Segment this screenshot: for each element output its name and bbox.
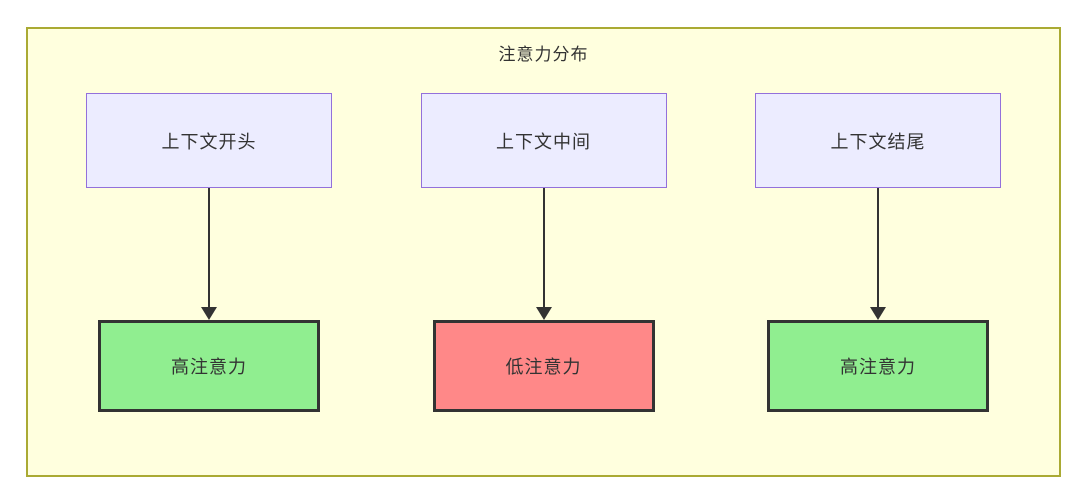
node-label: 上下文结尾 — [830, 131, 926, 152]
node-label: 高注意力 — [840, 357, 916, 377]
arrow-down-icon — [201, 188, 217, 320]
arrow-line — [877, 188, 879, 307]
node-label: 上下文中间 — [496, 131, 591, 152]
node-label: 低注意力 — [505, 357, 582, 377]
node-high-attention-left: 高注意力 — [98, 320, 320, 412]
node-label: 高注意力 — [171, 357, 247, 377]
column-context-end: 上下文结尾 高注意力 — [755, 93, 1001, 412]
arrow-down-icon — [870, 188, 886, 320]
column-context-start: 上下文开头 高注意力 — [86, 93, 332, 412]
arrow-down-icon — [535, 188, 552, 320]
attention-distribution-container: 注意力分布 上下文开头 高注意力 上下文中间 — [26, 27, 1061, 477]
arrow-head-icon — [535, 307, 552, 320]
node-context-start: 上下文开头 — [86, 93, 332, 188]
node-context-end: 上下文结尾 — [755, 93, 1001, 188]
arrow-line — [542, 188, 545, 307]
arrow-line — [208, 188, 210, 307]
node-high-attention-right: 高注意力 — [767, 320, 989, 412]
arrow-head-icon — [201, 307, 217, 320]
column-context-middle: 上下文中间 低注意力 — [420, 93, 667, 412]
node-low-attention: 低注意力 — [432, 320, 655, 412]
node-label: 上下文开头 — [161, 131, 257, 152]
node-context-middle: 上下文中间 — [420, 93, 667, 188]
diagram-columns: 上下文开头 高注意力 上下文中间 低注意力 — [28, 93, 1059, 412]
diagram-title: 注意力分布 — [498, 45, 589, 64]
arrow-head-icon — [870, 307, 886, 320]
